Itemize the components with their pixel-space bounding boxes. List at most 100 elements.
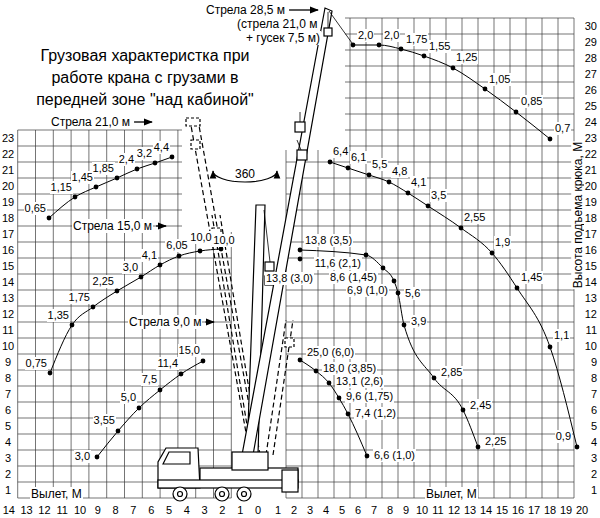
wheel	[237, 487, 251, 501]
grid-line	[17, 130, 18, 498]
axis-tick: 10	[584, 340, 598, 353]
load-value: 0,85	[520, 95, 543, 108]
boom-label: Стрела 28,5 м	[205, 3, 286, 17]
load-value: 13,8 (3,0)	[265, 272, 314, 285]
axis-tick: 5	[338, 504, 346, 517]
axis-title: Вылет, М	[425, 487, 478, 501]
axis-tick: 9	[590, 356, 598, 369]
load-curve	[353, 45, 550, 139]
grid-line	[18, 434, 232, 435]
boom-dashed	[212, 215, 252, 455]
axis-tick: 14	[2, 504, 16, 517]
rope	[297, 140, 301, 150]
axis-tick: 13	[19, 504, 33, 517]
outrigger	[282, 470, 298, 492]
load-value: 2,4	[118, 153, 135, 166]
axis-tick: 2	[4, 468, 12, 481]
load-point	[95, 455, 100, 460]
load-curve	[330, 162, 577, 447]
load-value: 8,6 (1,45)	[329, 271, 378, 284]
axis-tick: 16	[1, 244, 15, 257]
load-value: 3,0	[122, 261, 139, 274]
load-point	[367, 173, 372, 178]
axis-tick: 3	[4, 452, 12, 465]
load-point	[170, 155, 175, 160]
axis-tick: 16	[511, 504, 525, 517]
load-point	[219, 247, 224, 252]
axis-tick: 29	[584, 36, 598, 49]
load-point	[575, 445, 580, 450]
load-curve	[300, 250, 478, 447]
load-value: 6,4	[332, 145, 349, 158]
axis-tick: 24	[584, 116, 598, 129]
load-point	[402, 323, 407, 328]
load-point	[483, 87, 488, 92]
axis-tick: 3	[306, 504, 314, 517]
axis-tick: 6	[4, 404, 12, 417]
load-value: 1,15	[50, 181, 73, 194]
load-point	[514, 110, 519, 115]
axis-tick: 23	[584, 132, 598, 145]
load-point	[346, 166, 351, 171]
load-value: 11,6 (2,1)	[314, 257, 362, 270]
load-point	[365, 454, 370, 459]
axis-tick: 6	[590, 404, 598, 417]
load-value: 10,0	[212, 234, 235, 247]
load-point	[364, 253, 369, 258]
load-point	[48, 371, 53, 376]
rope	[328, 12, 329, 28]
load-curve	[97, 361, 203, 457]
load-value: 5,6	[404, 287, 421, 300]
axis-tick: 15	[1, 260, 15, 273]
axis-tick: 10	[73, 504, 87, 517]
grid-line	[286, 290, 574, 291]
boom-head	[186, 118, 200, 126]
load-value: 1,45	[520, 271, 543, 284]
axis-tick: 19	[584, 196, 598, 209]
load-value: 3,2	[136, 147, 153, 160]
load-value: 1,75	[68, 291, 91, 304]
axis-tick: 20	[575, 504, 589, 517]
axis-tick: 5	[590, 420, 598, 433]
boom-label: (стрела 21,0 м	[236, 17, 318, 31]
axis-tick: 12	[447, 504, 461, 517]
boom-dashed	[273, 320, 293, 455]
axis-title: Вылет, М	[30, 487, 83, 501]
load-value: 1,85	[92, 162, 115, 175]
grid-line	[286, 226, 574, 227]
load-point	[73, 195, 78, 200]
load-point	[158, 263, 163, 268]
load-value: 5,0	[120, 391, 137, 404]
load-value: 4,1	[141, 249, 158, 262]
load-value: 2,25	[92, 275, 115, 288]
axis-tick: 7	[4, 388, 12, 401]
axis-tick: 20	[584, 180, 598, 193]
load-value: 4,4	[153, 141, 170, 154]
load-point	[351, 43, 356, 48]
load-point	[426, 204, 431, 209]
axis-tick: 9	[402, 504, 410, 517]
axis-tick: 10	[415, 504, 429, 517]
load-point	[328, 160, 333, 165]
axis-tick: 13	[1, 292, 15, 305]
load-point	[179, 372, 184, 377]
load-point	[139, 275, 144, 280]
axis-tick: 27	[584, 68, 598, 81]
grid-line	[286, 418, 574, 419]
load-point	[298, 358, 303, 363]
boom-label: + гусек 7,5 м)	[245, 31, 321, 45]
load-point	[396, 291, 401, 296]
boom-label: Стрела 9,0 м	[128, 315, 202, 329]
load-point	[377, 43, 382, 48]
grid-line	[286, 450, 574, 451]
axis-tick: 8	[590, 372, 598, 385]
boom-label: Стрела 15,0 м	[72, 219, 153, 233]
axis-tick: 6	[354, 504, 362, 517]
rope	[264, 210, 270, 262]
load-point	[422, 54, 427, 59]
axis-tick: 14	[479, 504, 493, 517]
axis-tick: 20	[1, 180, 15, 193]
load-point	[116, 429, 121, 434]
load-value: 1,55	[428, 40, 451, 53]
load-value: 10,0	[189, 231, 212, 244]
